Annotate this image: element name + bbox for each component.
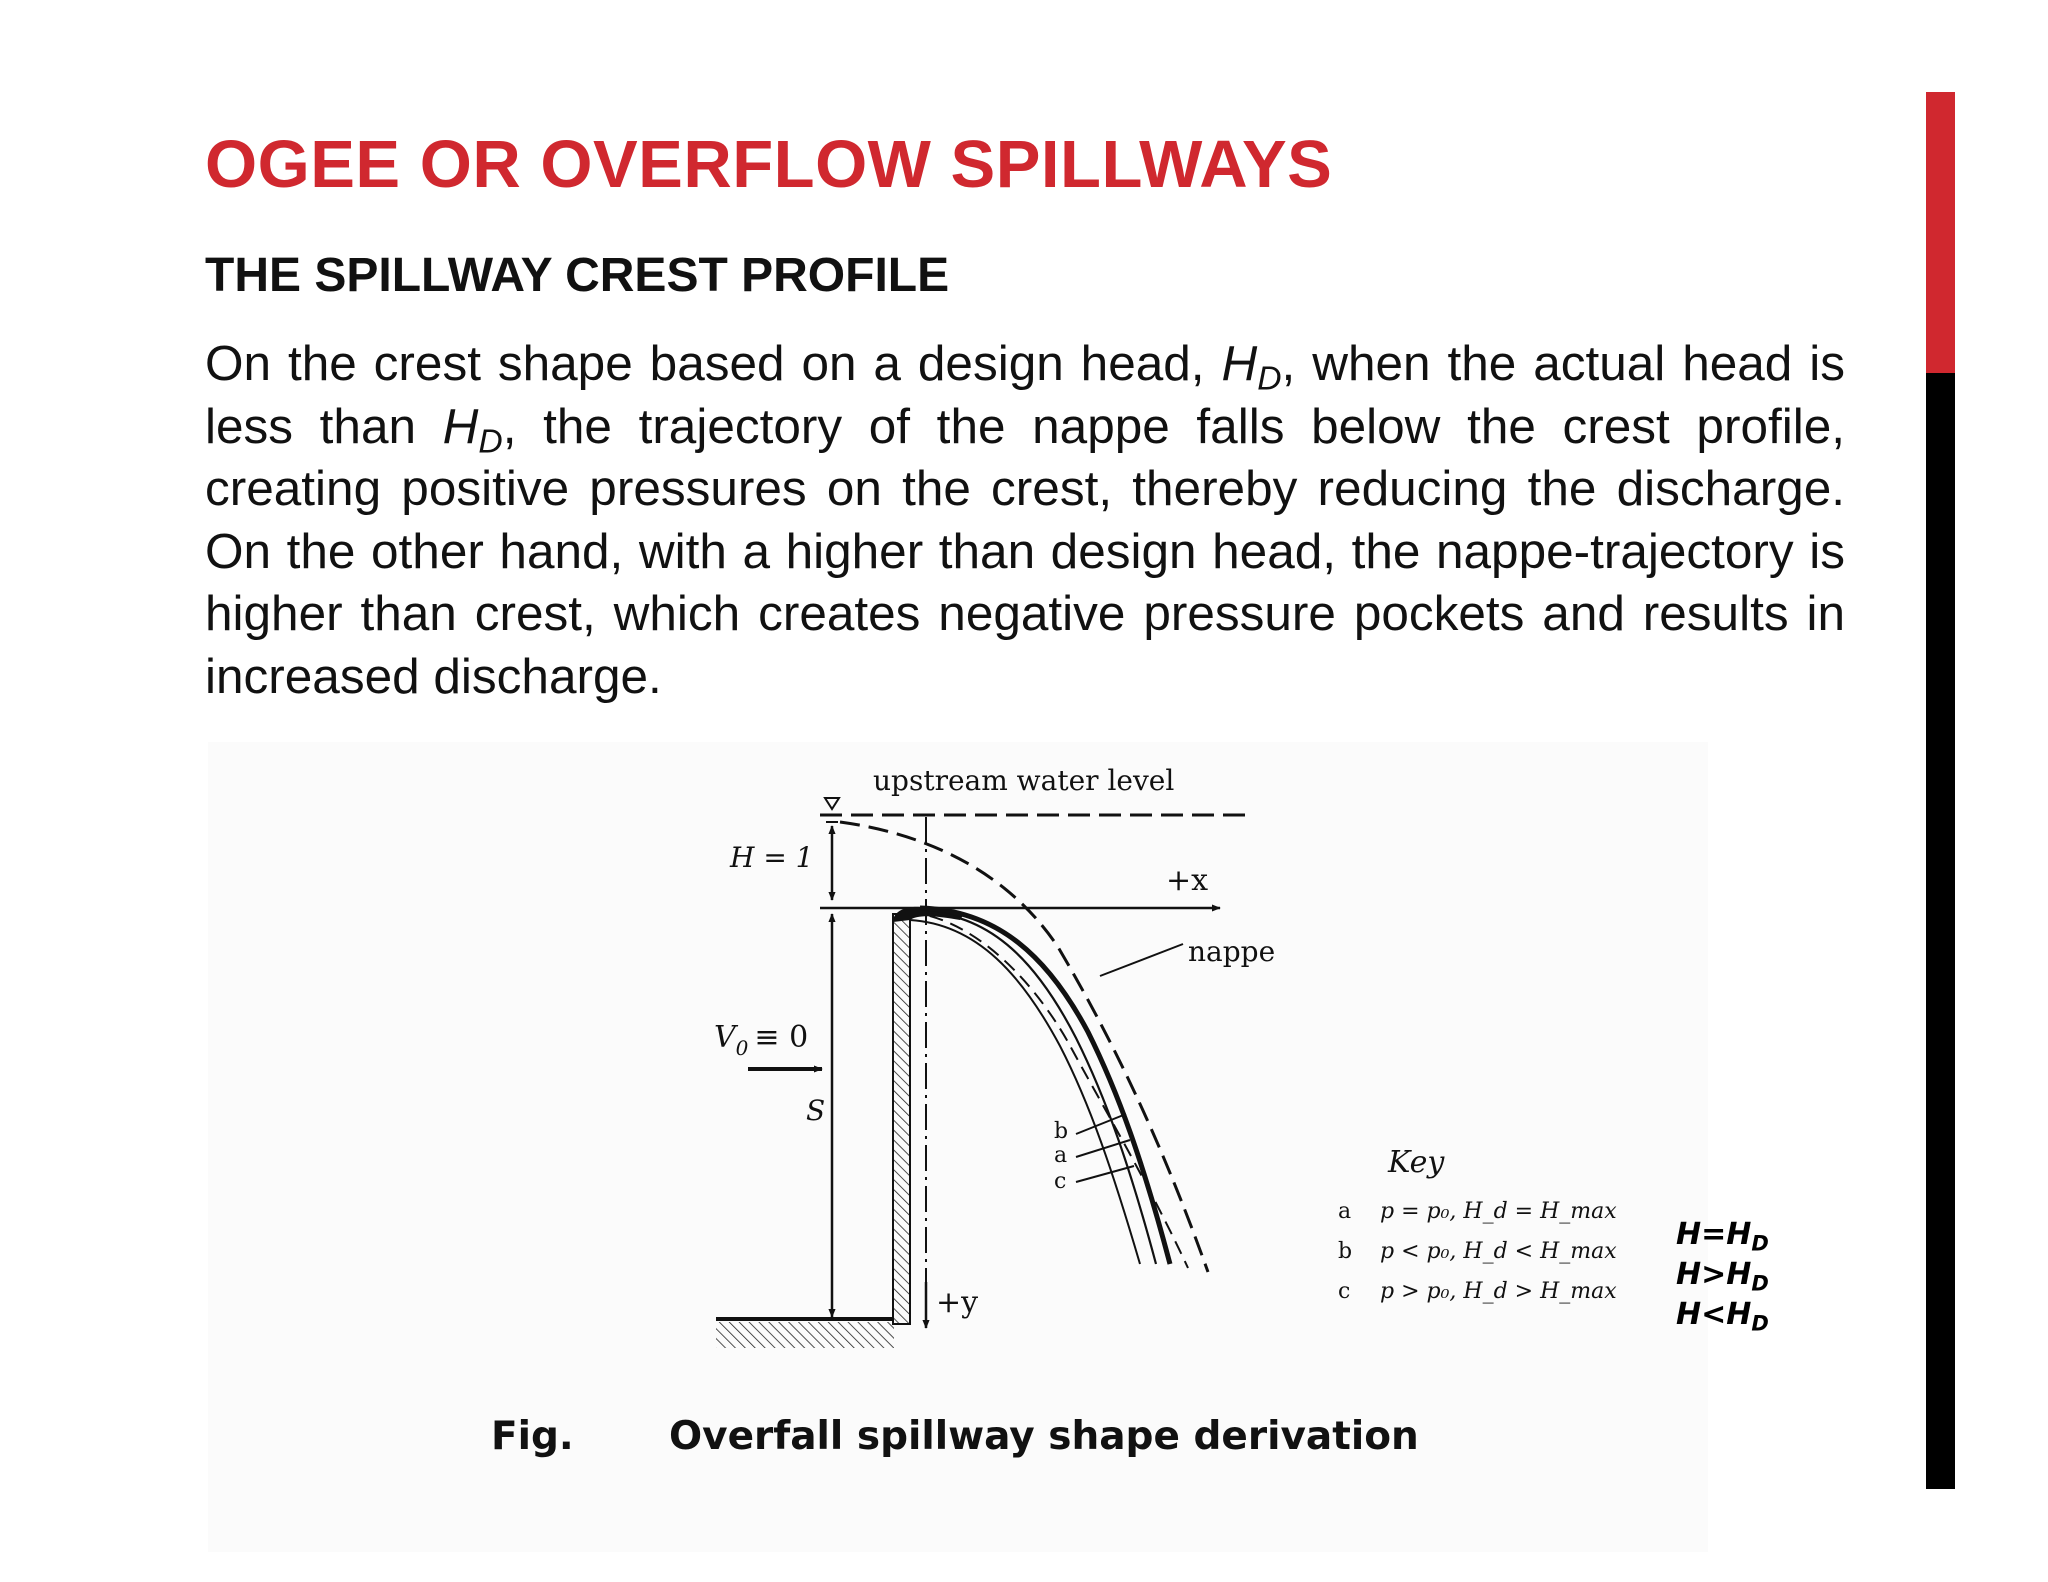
design-head-symbol: HD xyxy=(1221,336,1282,398)
nappe-upper-surface xyxy=(839,820,1210,1273)
spillway-diagram: upstream water level H = 1 +x nappe V0≡ … xyxy=(714,764,1617,1348)
nappe-curve-c xyxy=(909,919,1141,1265)
spillway-figure: upstream water level H = 1 +x nappe V0≡ … xyxy=(208,742,1769,1552)
ground-hatch xyxy=(716,1322,894,1348)
water-level-symbol xyxy=(823,797,841,811)
upstream-water-level-label: upstream water level xyxy=(873,764,1174,797)
key-condition-a: p = p₀, H_d = H_max xyxy=(1380,1199,1617,1224)
design-head-symbol: HD xyxy=(442,398,503,460)
weir-wall xyxy=(892,913,911,1325)
accent-bar-red xyxy=(1926,92,1955,373)
nappe-label: nappe xyxy=(1188,935,1275,968)
flow-s-label: S xyxy=(806,1094,825,1127)
nappe-leader xyxy=(1099,943,1184,977)
figure-caption-label: Fig. xyxy=(491,1414,574,1459)
section-heading: THE SPILLWAY CREST PROFILE xyxy=(205,249,950,302)
paragraph-part-2: , when the actual head is less than xyxy=(205,336,1845,454)
nappe-curve-b xyxy=(919,905,1173,1265)
figure-caption-text: Overfall spillway shape derivation xyxy=(669,1414,1419,1459)
key-letter-b: b xyxy=(1338,1239,1352,1264)
accent-bar-black xyxy=(1926,373,1955,1489)
curve-letter-c: c xyxy=(1054,1169,1066,1194)
case-label-greater: H>HD xyxy=(1676,1257,1769,1296)
x-axis-label: +x xyxy=(1166,863,1208,898)
figure-caption: Fig. Overfall spillway shape derivation xyxy=(491,1414,1419,1459)
key-title: Key xyxy=(1387,1145,1445,1180)
case-label-less: H<HD xyxy=(1676,1297,1769,1336)
curve-letter-a: a xyxy=(1054,1143,1067,1168)
velocity-label: V0≡ 0 xyxy=(714,1020,808,1060)
y-axis-label: +y xyxy=(936,1285,978,1320)
paragraph-part-1: On the crest shape based on a design hea… xyxy=(205,336,1222,391)
key-condition-b: p < p₀, H_d < H_max xyxy=(1380,1239,1617,1264)
key-letter-c: c xyxy=(1338,1279,1350,1304)
head-label: H = 1 xyxy=(729,841,814,874)
curve-letter-b: b xyxy=(1054,1119,1068,1144)
slide-title: OGEE OR OVERFLOW SPILLWAYS xyxy=(205,127,1333,202)
key-letter-a: a xyxy=(1338,1199,1351,1224)
paragraph-part-3: , the trajectory of the nappe falls belo… xyxy=(205,398,1846,704)
case-label-equal: H=HD xyxy=(1676,1217,1769,1256)
nappe-curve-a xyxy=(925,910,1158,1265)
body-paragraph: On the crest shape based on a design hea… xyxy=(205,333,1845,708)
key-condition-c: p > p₀, H_d > H_max xyxy=(1380,1279,1617,1304)
